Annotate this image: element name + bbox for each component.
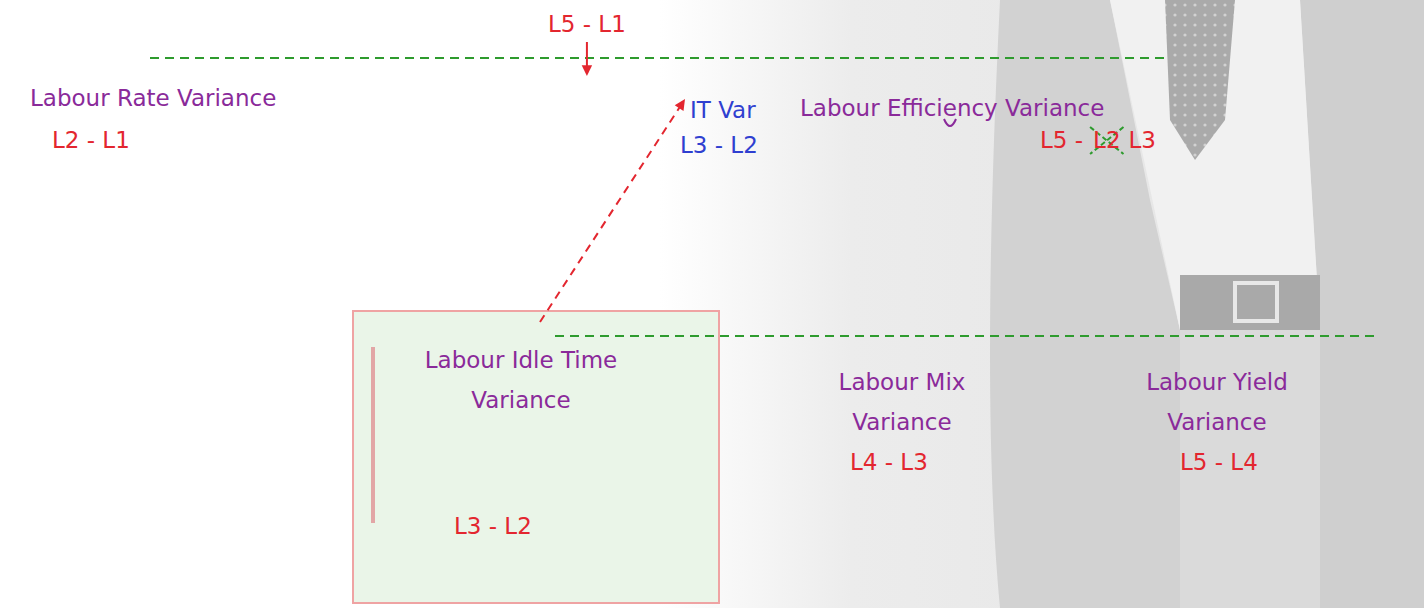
shirt xyxy=(1110,0,1320,330)
callout-arrow-head xyxy=(675,99,685,111)
belt xyxy=(1180,275,1320,330)
formula-text: L3 xyxy=(1129,126,1156,155)
divider-line xyxy=(150,57,1165,59)
tie xyxy=(1165,0,1235,160)
formula-text: L2 xyxy=(1093,126,1120,155)
formula-text: L3 - L2 xyxy=(454,512,532,541)
formula-text: Labour Mix Variance xyxy=(812,362,992,442)
pointer-head xyxy=(582,65,592,76)
buckle xyxy=(1235,283,1277,321)
formula-text: L2 - L1 xyxy=(52,126,130,155)
margin-bar-line xyxy=(371,347,375,523)
strike-mark xyxy=(1090,127,1123,154)
formula-text: L5 - L4 xyxy=(1180,448,1258,477)
callout-arrow-line xyxy=(540,99,685,322)
margin-bar xyxy=(368,345,378,525)
formula-text: Labour Rate Variance xyxy=(30,84,276,113)
photo-ground xyxy=(660,0,1424,608)
formula-text: L5 - L1 xyxy=(548,10,626,39)
divider-line xyxy=(555,335,1375,337)
strike-mark xyxy=(1090,127,1123,154)
formula-text: L4 - L3 xyxy=(850,448,928,477)
highlight-box: Labour Idle Time Variance L3 - L2 xyxy=(352,310,720,604)
formula-text: L3 - L2 xyxy=(680,131,758,160)
formula-text: IT Var xyxy=(690,96,756,125)
formula-text: Labour Efficiency Variance xyxy=(800,94,1104,123)
formula-text: L5 - xyxy=(1040,126,1083,155)
formula-text: Labour Yield Variance xyxy=(1122,362,1312,442)
formula-text: Labour Idle Time Variance xyxy=(390,340,652,420)
